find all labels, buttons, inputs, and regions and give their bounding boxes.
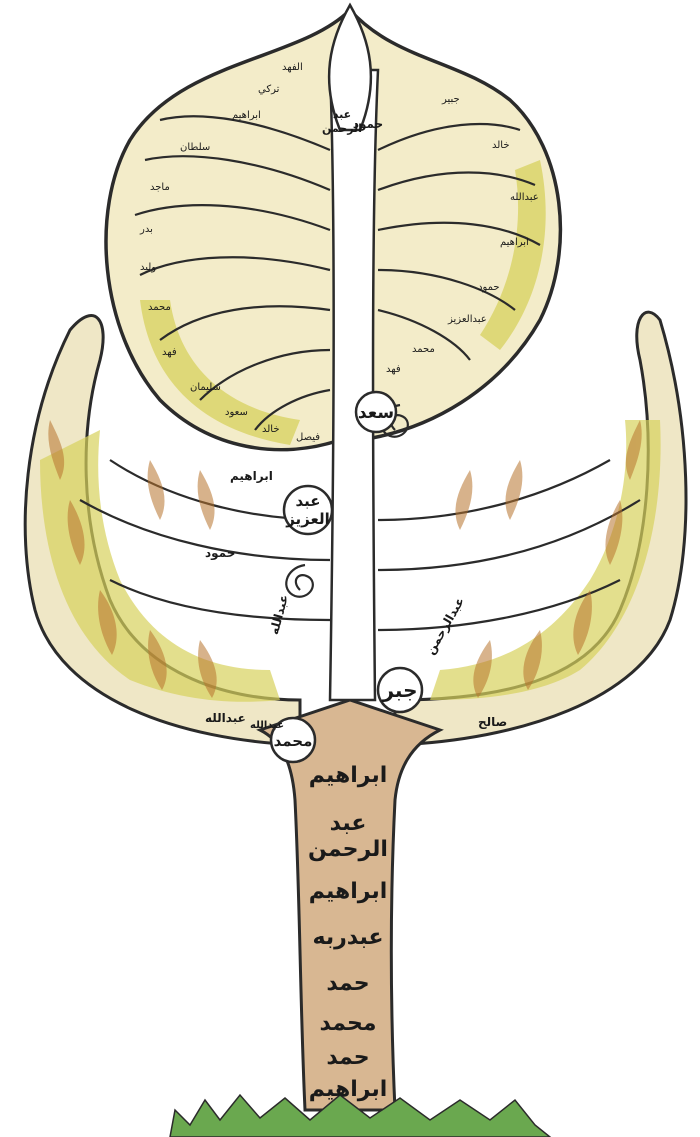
leaf-name: وليد (140, 262, 156, 273)
node-label-abdulaziz-1: عبد (295, 492, 320, 510)
trunk-name: حمد (326, 971, 369, 996)
leaf-name: عبدالله (510, 192, 539, 203)
leaf-name: سعود (225, 407, 248, 418)
node-label-top-right: حمود (353, 117, 383, 132)
branch-label-abdullah-b: عبدالله (205, 711, 246, 725)
branch-label-abdullah-c: عبدالله (250, 720, 284, 731)
leaf-name: تركي (258, 84, 280, 95)
leaf-name: فهد (162, 347, 177, 358)
leaf-name: فهد (386, 364, 401, 375)
leaf-name: ابراهيم (500, 237, 529, 248)
node-label-top-left-1: عبد (333, 108, 351, 121)
leaf-name: ماجد (150, 182, 170, 193)
leaf-name: محمد (148, 302, 171, 313)
leaf-name: عبدالعزيز (447, 314, 487, 325)
leaf-name: جبير (441, 94, 460, 105)
node-label-mohammed: محمد (274, 732, 313, 750)
leaf-name: خالد (492, 140, 510, 151)
trunk-name: محمد (320, 1011, 377, 1036)
leaf-name: الفهد (282, 62, 303, 73)
central-stem (330, 70, 378, 700)
branch-label-ibrahim: ابراهيم (230, 469, 273, 483)
branch-label-saleh: صالح (478, 715, 507, 729)
branch-label-abdullah-a: عبدالله (267, 593, 291, 636)
trunk-name: ابراهيم (309, 763, 388, 788)
trunk-name: ابراهيم (309, 879, 388, 904)
leaf-name: حمود (478, 282, 500, 293)
trunk-name: عبد (330, 811, 367, 836)
leaf-name: سليمان (190, 382, 221, 393)
node-label-jabr: جبر (381, 678, 417, 702)
trunk-name: عبدربه (313, 925, 384, 950)
leaf-name: خالد (262, 424, 280, 435)
node-label-saad: سعد (358, 403, 394, 423)
trunk-name: الرحمن (308, 837, 388, 862)
leaf-name: فيصل (296, 432, 320, 443)
node-label-abdulaziz-2: العزيز (285, 510, 330, 528)
leaf-name: بدر (139, 224, 153, 235)
trunk-name: ابراهيم (309, 1077, 388, 1102)
branch-label-hamoud: حمود (205, 546, 235, 561)
trunk-name: حمد (326, 1045, 369, 1070)
leaf-name: محمد (412, 344, 435, 355)
leaf-name: سلطان (180, 142, 210, 153)
leaf-name: ابراهيم (232, 110, 261, 121)
